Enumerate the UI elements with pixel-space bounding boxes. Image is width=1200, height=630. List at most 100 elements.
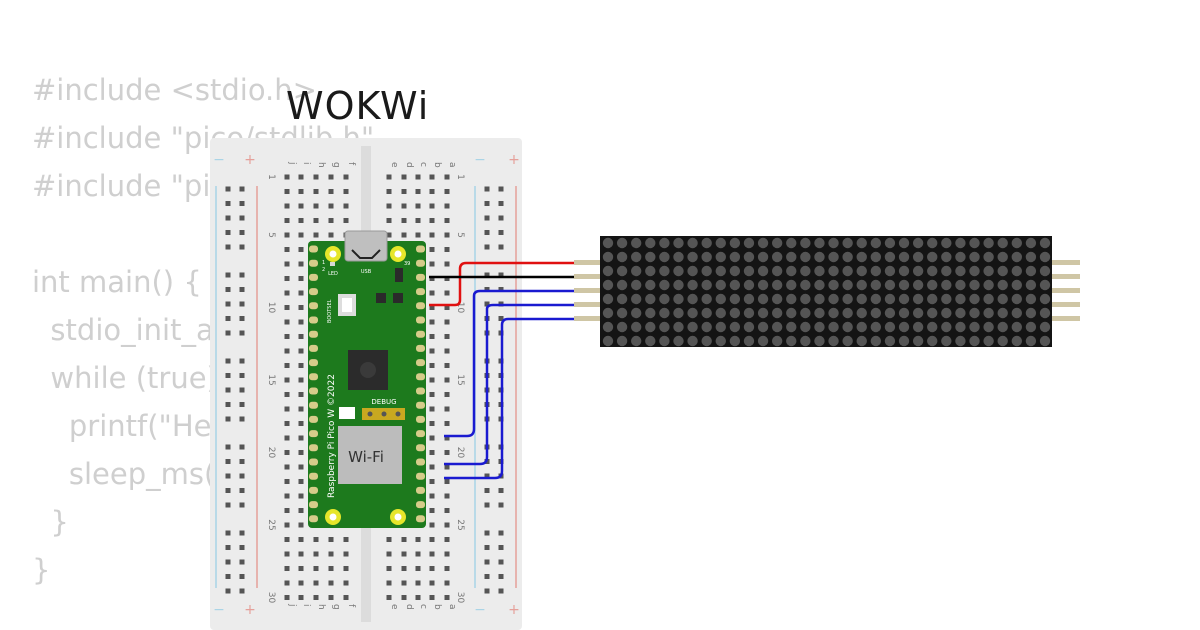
- rail-hole[interactable]: [498, 545, 504, 550]
- breadboard-hole[interactable]: [343, 203, 349, 209]
- breadboard-hole[interactable]: [444, 377, 450, 383]
- rail-hole[interactable]: [239, 416, 245, 422]
- rail-hole[interactable]: [225, 402, 231, 407]
- breadboard-hole[interactable]: [298, 348, 304, 354]
- breadboard-hole[interactable]: [298, 595, 304, 600]
- rail-hole[interactable]: [239, 402, 245, 407]
- breadboard-hole[interactable]: [444, 290, 450, 296]
- breadboard-hole[interactable]: [429, 363, 435, 368]
- breadboard-hole[interactable]: [328, 232, 334, 238]
- breadboard-hole[interactable]: [415, 595, 421, 600]
- breadboard-hole[interactable]: [415, 189, 421, 194]
- breadboard-hole[interactable]: [444, 435, 450, 441]
- rail-hole[interactable]: [225, 201, 231, 206]
- breadboard-hole[interactable]: [313, 537, 319, 542]
- pico-pin[interactable]: [309, 344, 318, 352]
- breadboard-hole[interactable]: [298, 421, 304, 426]
- rail-hole[interactable]: [225, 473, 231, 479]
- rail-hole[interactable]: [225, 186, 231, 192]
- breadboard-hole[interactable]: [444, 479, 450, 484]
- breadboard-hole[interactable]: [429, 566, 435, 571]
- breadboard-hole[interactable]: [298, 522, 304, 528]
- rail-hole[interactable]: [225, 287, 231, 292]
- pico-pin[interactable]: [416, 472, 425, 480]
- breadboard-hole[interactable]: [444, 392, 450, 397]
- rail-hole[interactable]: [484, 530, 490, 536]
- breadboard-hole[interactable]: [429, 377, 435, 383]
- pico-pin[interactable]: [309, 373, 318, 381]
- breadboard-hole[interactable]: [429, 493, 435, 499]
- breadboard-hole[interactable]: [401, 232, 407, 238]
- breadboard-hole[interactable]: [401, 566, 407, 571]
- rail-hole[interactable]: [225, 530, 231, 536]
- breadboard-hole[interactable]: [313, 174, 319, 180]
- rail-hole[interactable]: [498, 559, 504, 565]
- breadboard-hole[interactable]: [298, 435, 304, 441]
- pico-pin[interactable]: [309, 458, 318, 466]
- pico-pin[interactable]: [309, 245, 318, 253]
- rail-hole[interactable]: [498, 574, 504, 579]
- breadboard-hole[interactable]: [328, 595, 334, 600]
- rail-hole[interactable]: [239, 358, 245, 364]
- breadboard-hole[interactable]: [298, 189, 304, 194]
- led-matrix[interactable]: [574, 236, 1080, 347]
- breadboard-hole[interactable]: [429, 450, 435, 455]
- breadboard-hole[interactable]: [386, 174, 392, 180]
- pico-pin[interactable]: [309, 501, 318, 509]
- rail-hole[interactable]: [484, 186, 490, 192]
- rail-hole[interactable]: [498, 488, 504, 493]
- pico-pin[interactable]: [309, 515, 318, 523]
- breadboard-hole[interactable]: [313, 232, 319, 238]
- breadboard-hole[interactable]: [284, 290, 290, 296]
- rail-hole[interactable]: [484, 502, 490, 508]
- breadboard-hole[interactable]: [284, 421, 290, 426]
- breadboard-hole[interactable]: [429, 218, 435, 223]
- breadboard-hole[interactable]: [284, 203, 290, 209]
- rail-hole[interactable]: [225, 559, 231, 565]
- pico-pin[interactable]: [416, 458, 425, 466]
- breadboard-hole[interactable]: [313, 551, 319, 557]
- rail-hole[interactable]: [239, 530, 245, 536]
- breadboard-hole[interactable]: [298, 305, 304, 310]
- breadboard-hole[interactable]: [415, 232, 421, 238]
- breadboard-hole[interactable]: [444, 363, 450, 368]
- breadboard-hole[interactable]: [429, 348, 435, 354]
- wire-signal[interactable]: [444, 289, 577, 438]
- breadboard-hole[interactable]: [444, 508, 450, 513]
- breadboard-hole[interactable]: [284, 232, 290, 238]
- breadboard-hole[interactable]: [284, 566, 290, 571]
- rail-hole[interactable]: [225, 301, 231, 307]
- breadboard-hole[interactable]: [444, 493, 450, 499]
- rail-hole[interactable]: [498, 244, 504, 250]
- rail-hole[interactable]: [498, 215, 504, 221]
- breadboard-hole[interactable]: [298, 174, 304, 180]
- breadboard-hole[interactable]: [415, 566, 421, 571]
- breadboard-hole[interactable]: [298, 479, 304, 484]
- rail-hole[interactable]: [239, 473, 245, 479]
- breadboard-hole[interactable]: [328, 174, 334, 180]
- breadboard-hole[interactable]: [284, 392, 290, 397]
- breadboard-hole[interactable]: [298, 566, 304, 571]
- breadboard-hole[interactable]: [284, 189, 290, 194]
- rail-hole[interactable]: [484, 215, 490, 221]
- breadboard-hole[interactable]: [284, 450, 290, 455]
- breadboard-hole[interactable]: [415, 551, 421, 557]
- breadboard-hole[interactable]: [298, 493, 304, 499]
- pico-pin[interactable]: [309, 330, 318, 338]
- pico-pin[interactable]: [416, 245, 425, 253]
- breadboard-hole[interactable]: [298, 218, 304, 223]
- breadboard-hole[interactable]: [343, 595, 349, 600]
- breadboard-hole[interactable]: [313, 218, 319, 223]
- rail-hole[interactable]: [225, 215, 231, 221]
- breadboard-hole[interactable]: [284, 319, 290, 325]
- rail-hole[interactable]: [225, 272, 231, 278]
- rail-hole[interactable]: [484, 545, 490, 550]
- rail-hole[interactable]: [484, 574, 490, 579]
- pico-pin[interactable]: [309, 273, 318, 281]
- breadboard-hole[interactable]: [444, 174, 450, 180]
- breadboard-hole[interactable]: [429, 522, 435, 528]
- breadboard-hole[interactable]: [415, 580, 421, 586]
- pico-pin[interactable]: [416, 444, 425, 452]
- rail-hole[interactable]: [225, 416, 231, 422]
- breadboard-hole[interactable]: [328, 203, 334, 209]
